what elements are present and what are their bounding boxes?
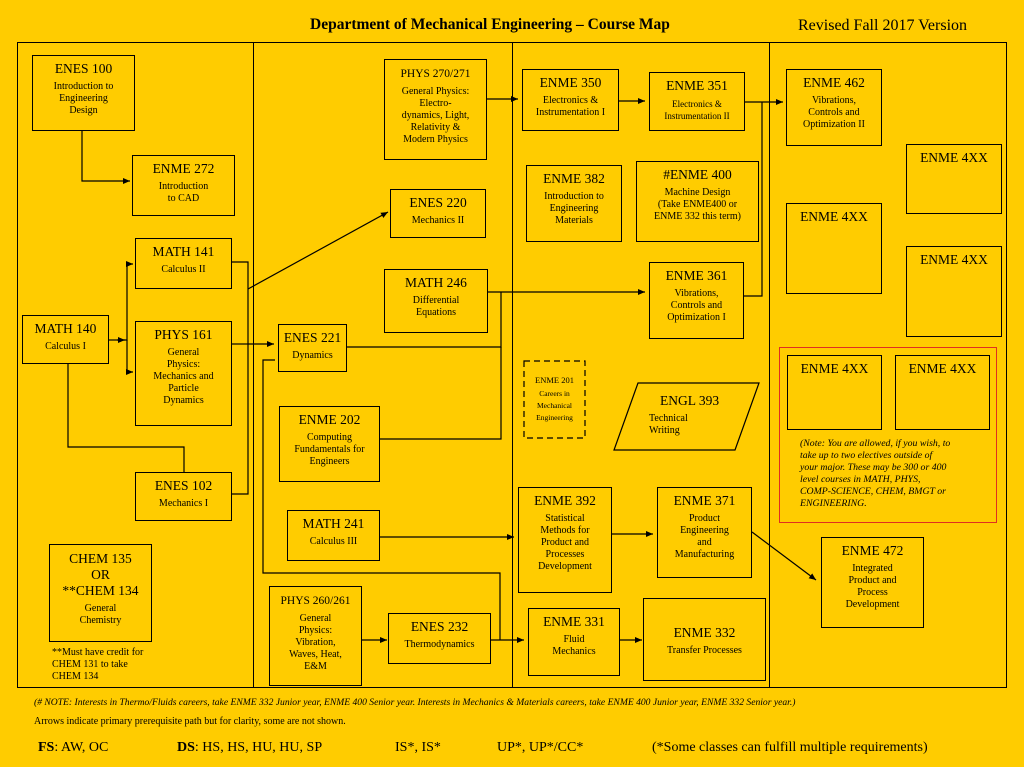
course-chem: CHEM 135 OR **CHEM 134 General Chemistry [49,544,152,642]
course-math-141: MATH 141 Calculus II [135,238,232,289]
arrows-note: Arrows indicate primary prerequisite pat… [34,716,346,727]
elective-note-frame [779,347,997,523]
course-enme-382: ENME 382 Introduction to Engineering Mat… [526,165,622,242]
course-enme-4xx-4: ENME 4XX [787,355,882,430]
requirement-is: IS*, IS* [395,740,441,755]
page-title: Department of Mechanical Engineering – C… [310,16,670,33]
course-enme-332: ENME 332 Transfer Processes [643,598,766,681]
course-enme-400: #ENME 400 Machine Design (Take ENME400 o… [636,161,759,242]
course-phys-270: PHYS 270/271 General Physics: Electro- d… [384,59,487,160]
course-enme-4xx-2: ENME 4XX [786,203,882,294]
course-enme-331: ENME 331 Fluid Mechanics [528,608,620,676]
course-engl-393: ENGL 393 Technical Writing [649,393,720,436]
multiple-requirements-note: (*Some classes can fulfill multiple requ… [652,740,928,755]
column-divider-1 [253,42,254,688]
elective-note: (Note: You are allowed, if you wish, to … [800,438,951,509]
chem-credit-note: **Must have credit for CHEM 131 to take … [52,647,144,682]
course-math-246: MATH 246 Differential Equations [384,269,488,333]
column-divider-3 [769,42,770,688]
course-math-241: MATH 241 Calculus III [287,510,380,561]
course-phys-260: PHYS 260/261 General Physics: Vibration,… [269,586,362,686]
course-enme-272: ENME 272 Introduction to CAD [132,155,235,216]
course-math-140: MATH 140 Calculus I [22,315,109,364]
course-enme-392: ENME 392 Statistical Methods for Product… [518,487,612,593]
requirement-up: UP*, UP*/CC* [497,740,584,755]
course-enme-202: ENME 202 Computing Fundamentals for Engi… [279,406,380,482]
course-enme-351: ENME 351 Electronics & Instrumentation I… [649,72,745,131]
course-phys-161: PHYS 161 General Physics: Mechanics and … [135,321,232,426]
engl393-shape [613,382,760,451]
course-enme-350: ENME 350 Electronics & Instrumentation I [522,69,619,131]
column-divider-2 [512,42,513,688]
course-enme-472: ENME 472 Integrated Product and Process … [821,537,924,628]
course-enme-371: ENME 371 Product Engineering and Manufac… [657,487,752,578]
course-enes-220: ENES 220 Mechanics II [390,189,486,238]
course-enme-4xx-5: ENME 4XX [895,355,990,430]
course-enme-361: ENME 361 Vibrations, Controls and Optimi… [649,262,744,339]
course-enme-4xx-1: ENME 4XX [906,144,1002,214]
requirement-fs: FS: AW, OC [38,740,109,755]
course-enes-102: ENES 102 Mechanics I [135,472,232,521]
footnote: (# NOTE: Interests in Thermo/Fluids care… [34,697,796,708]
requirement-ds: DS: HS, HS, HU, HU, SP [177,740,323,755]
course-enes-221: ENES 221 Dynamics [278,324,347,372]
course-enme-201: ENME 201 Careers in Mechanical Engineeri… [535,375,574,422]
course-enes-232: ENES 232 Thermodynamics [388,613,491,664]
course-enes-100: ENES 100 Introduction to Engineering Des… [32,55,135,131]
course-enme-462: ENME 462 Vibrations, Controls and Optimi… [786,69,882,146]
course-enme-4xx-3: ENME 4XX [906,246,1002,337]
version-label: Revised Fall 2017 Version [798,17,968,34]
